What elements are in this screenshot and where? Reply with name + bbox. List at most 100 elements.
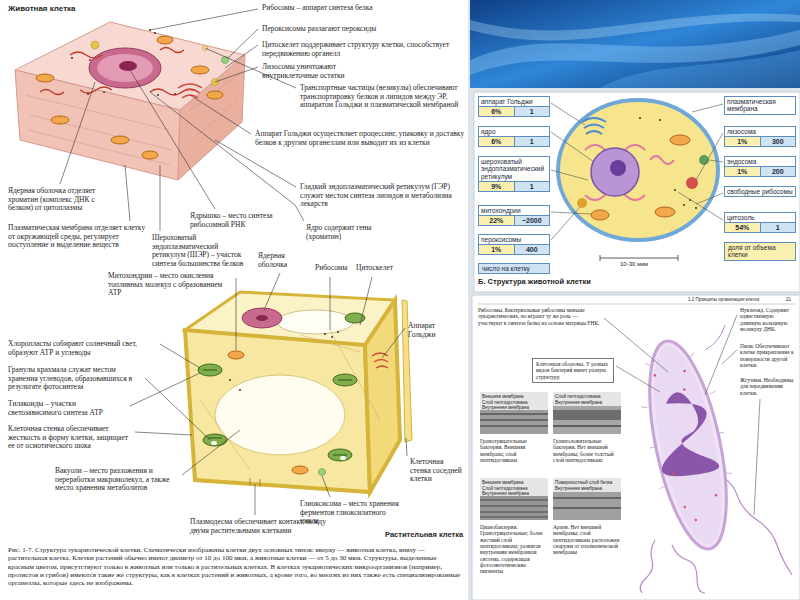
plant-cell [185,292,412,492]
plant-cell-part [292,466,308,474]
chloroplast-part [211,441,217,445]
micrograph-label: Слой пептидогликана [555,394,619,399]
cell-scheme-part [600,255,678,261]
leader-line-part [150,9,258,30]
animal-cell-part [97,54,153,82]
annotation-label: Вакуоли – место разложения и переработки… [55,467,180,493]
micrograph-label: Внутренняя мембрана [555,400,619,405]
organelle-name: лизосома [725,127,795,136]
organelle-box: цитозоль54%1 [724,212,796,233]
page-grounds-part [0,0,468,600]
volume-share: 1% [479,245,514,254]
value-row: 1%200 [725,166,795,176]
micrograph-label: Внешняя мембрана [482,394,546,399]
organelle-name: ядро [479,127,549,136]
organelle-box: эндосома1%200 [724,156,796,177]
count-per-cell: ~2000 [514,216,550,225]
annotation-label: Гладкий эндоплазматический ретикулум (ГЭ… [300,183,465,209]
volume-share: 1% [725,137,760,146]
ribosome-dots-part [324,333,326,335]
ribosome-dots-part [659,119,661,121]
plant-cell-part [319,469,326,476]
leader-line-part [616,366,660,392]
volume-share: 9% [479,182,514,191]
leader-line-part [228,29,258,58]
organelle-name: аппарат Гольджи [479,97,549,106]
plant-cell-part [242,308,282,328]
value-row: 1%300 [725,136,795,146]
blue-backdrop-part [470,14,800,41]
micrograph-caption: Археи. Нет внешней мембраны; слой пептид… [553,524,623,556]
organelle-name: плазматическая мембрана [725,97,795,114]
legend-swatch: доля от объема клетки [724,242,796,261]
animal-cell-part [89,48,161,88]
animal-cell-part [111,136,129,144]
annotation-label: Шероховатый эндоплазматический ретикулум… [152,234,252,269]
pili-part [650,447,656,448]
micrograph-label: Внутренняя мембрана [555,486,619,491]
animal-cell-part [178,84,202,98]
annotation-label: Ядрышко – место синтеза рибосомной РНК [190,212,290,229]
count-per-cell: 200 [760,167,796,176]
annotation-label: Плазматическая мембрана отделяет клетку … [8,224,148,250]
ribosome-dots-part [672,472,675,475]
leader-line-part [551,212,591,214]
annotation-label: Клеточная стенка обеспечивает жесткость … [8,425,133,451]
leader-line-part [255,484,256,515]
animal-cell [15,22,245,180]
annotation-label: Пероксисомы разлагают пероксиды [262,25,437,34]
annotation-label: Митохондрии – место окисления топливных … [108,272,233,298]
organelle-box: митохондрии22%~2000 [478,205,550,226]
page-header: 1.2 Принципы организации клеток [688,297,782,302]
ribosome-dots-part [683,204,685,206]
pili-part [726,472,732,475]
animal-cell-part [25,75,238,165]
bacterium-part [640,540,655,593]
volume-share: 1% [725,167,760,176]
leader-line [551,103,723,240]
cell-scheme [551,100,723,261]
animal-cell-part [157,36,173,44]
annotation-label: Рибосомы – аппарат синтеза белка [262,4,374,13]
micrograph-caption: Цианобактерии. Грамотрицательные; более … [480,524,550,575]
pili [632,350,733,489]
leader-line-part [705,315,737,395]
micrograph-label: Поверхностный слой белка [555,480,619,485]
leader-line-part [215,67,258,82]
leader-line-part [60,82,95,184]
organelle-name: цитозоль [725,213,795,222]
ribosome-dots-part [157,94,159,96]
leader-line-part [160,165,161,231]
organelle-box: пероксисомы1%400 [478,234,550,255]
chloroplast [198,313,365,461]
organelle-name: эндосома [725,157,795,166]
callout-box: Клеточная оболочка. У разных видов бакте… [532,358,614,383]
pili-part [645,362,651,367]
ribosome-dots-part [154,32,156,34]
micrograph-part [553,478,621,492]
count-per-cell: 1 [514,182,550,191]
ribosome-dots-part [653,374,656,377]
plant-cell-part [215,375,345,455]
plant-cell-part [200,330,380,470]
micrograph-part [480,392,548,410]
annotation-label: Глиоксисома – место хранения ферментов г… [300,500,405,526]
ribosome-dots-part [683,370,686,373]
value-row: 22%~2000 [479,215,549,225]
volume-share: 6% [479,107,514,116]
cell-scheme-part [591,210,609,220]
cell-scheme-part [558,100,718,240]
micrograph-label: Внутренняя мембрана [482,491,546,496]
micrograph-part [480,500,548,517]
micrograph-part [553,392,621,406]
ribosome-dots-part [174,93,176,95]
leader-line-part [150,92,304,221]
annotation-label: Пили. Обеспечивают клетке прикрепление к… [740,343,796,368]
value-row: 6%1 [479,136,549,146]
leader-line-part [160,344,200,368]
ribosome-dots [71,29,176,96]
annotation-label: Цитоскелет [356,264,406,273]
leader-line-part [382,328,405,358]
leader-line-part [130,373,200,406]
